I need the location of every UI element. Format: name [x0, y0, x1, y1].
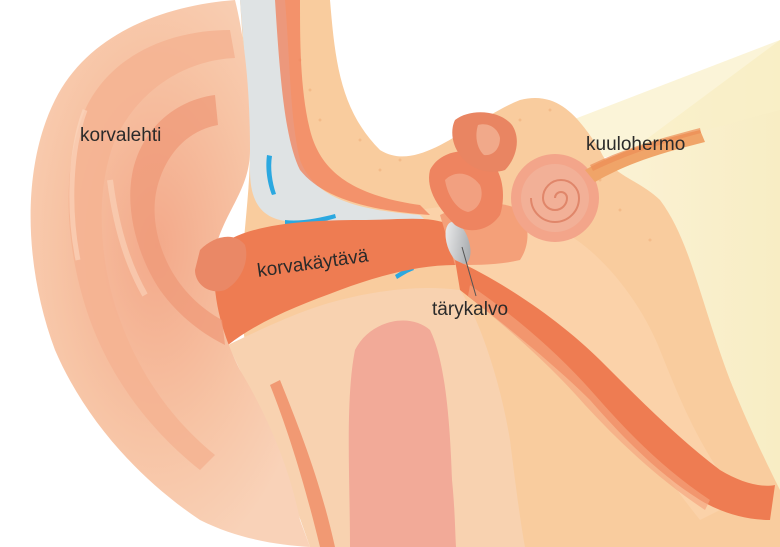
label-eardrum: tärykalvo	[432, 300, 508, 319]
label-auditory-nerve: kuulohermo	[586, 135, 685, 154]
cochlea	[511, 154, 599, 242]
label-pinna: korvalehti	[80, 126, 161, 145]
